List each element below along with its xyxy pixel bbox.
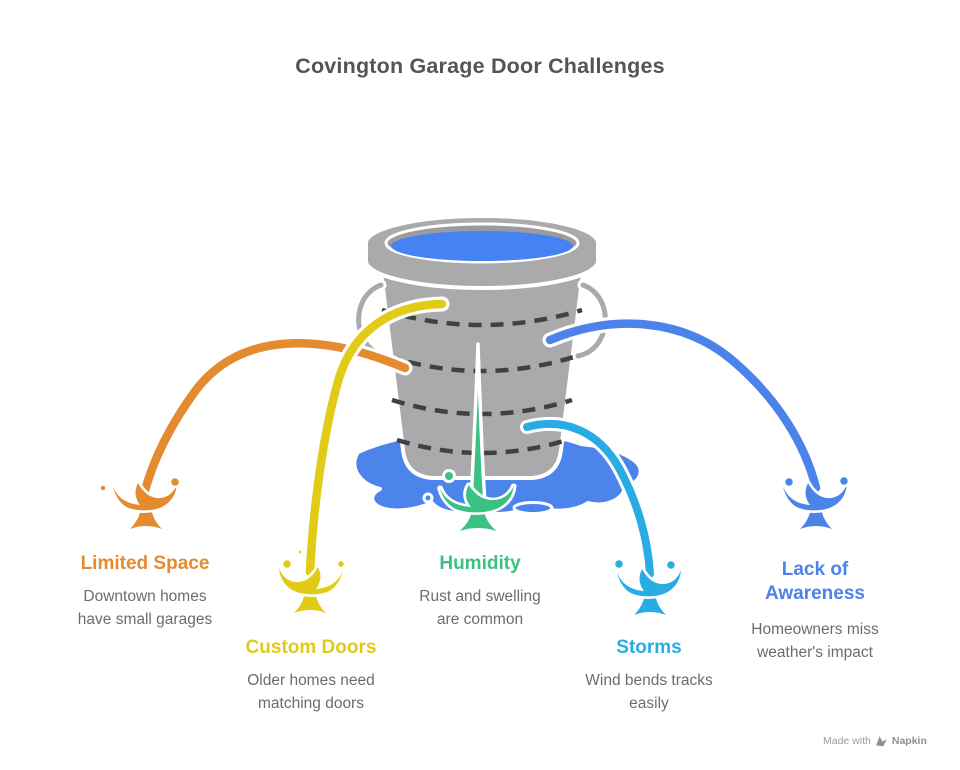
item-title-limited-space: Limited Space (80, 553, 210, 574)
item-humidity: Humidity Rust and swelling are common (385, 552, 575, 631)
base-droplets (422, 469, 554, 515)
napkin-logo-icon (876, 736, 887, 747)
item-custom-doors: Custom Doors Older homes need matching d… (216, 636, 406, 715)
item-desc-lack-of-awareness: Homeowners miss weather's impact (720, 619, 910, 664)
desc-line: Older homes need (247, 672, 375, 689)
title-line: Lack of (781, 559, 849, 580)
item-desc-limited-space: Downtown homes have small garages (50, 586, 240, 631)
title-line: Awareness (765, 583, 865, 604)
desc-line: Rust and swelling (419, 588, 541, 605)
stream-limited-space (136, 335, 413, 502)
item-limited-space: Limited Space Downtown homes have small … (50, 552, 240, 631)
stream-storms (520, 417, 657, 581)
splash-lack-of-awareness (783, 474, 851, 529)
desc-line: have small garages (77, 610, 213, 628)
item-storms: Storms Wind bends tracks easily (554, 636, 744, 715)
desc-line: matching doors (258, 694, 364, 712)
item-desc-custom-doors: Older homes need matching doors (216, 670, 406, 715)
watermark-brand: Napkin (891, 735, 927, 747)
desc-line: Homeowners miss (751, 621, 879, 638)
item-title-custom-doors: Custom Doors (245, 637, 377, 658)
page-title: Covington Garage Door Challenges (295, 54, 665, 78)
item-lack-of-awareness: Lack of Awareness Homeowners miss weathe… (720, 558, 910, 664)
splash-limited-space (98, 475, 182, 529)
made-with-napkin-watermark[interactable]: Made with Napkin (823, 735, 927, 747)
desc-line: Wind bends tracks (585, 672, 713, 689)
desc-line: weather's impact (757, 643, 873, 661)
stream-lack-of-awareness (542, 316, 824, 496)
splash-storms (612, 557, 681, 615)
desc-line: Downtown homes (83, 588, 207, 605)
item-desc-humidity: Rust and swelling are common (385, 586, 575, 631)
watermark-prefix: Made with (823, 735, 871, 747)
stream-custom-doors (302, 296, 450, 580)
desc-line: easily (629, 694, 669, 712)
splash-custom-doors (279, 548, 347, 614)
item-title-storms: Storms (616, 637, 682, 658)
item-title-humidity: Humidity (439, 553, 521, 574)
bucket-water-surface (391, 231, 573, 261)
item-title-lack-of-awareness: Lack of Awareness (720, 558, 910, 606)
item-desc-storms: Wind bends tracks easily (554, 670, 744, 715)
desc-line: are common (436, 610, 524, 628)
